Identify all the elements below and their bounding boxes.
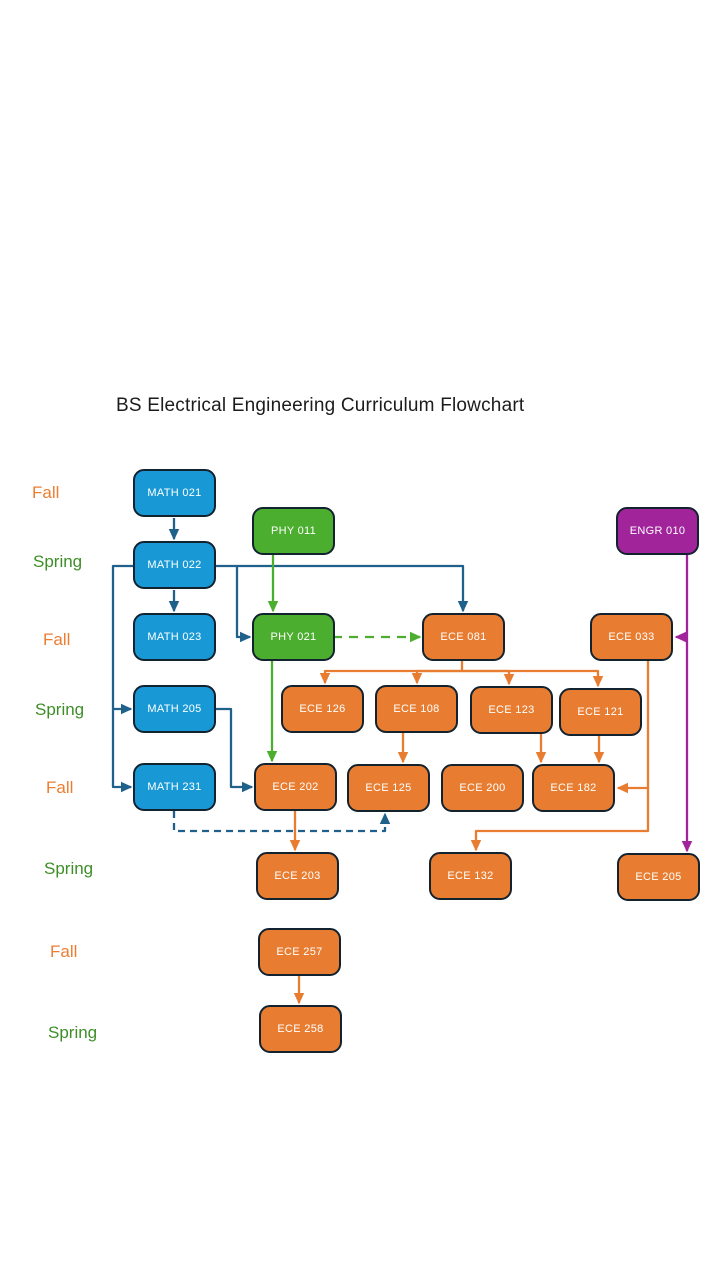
node-ece202: ECE 202 — [254, 763, 337, 811]
node-ece126: ECE 126 — [281, 685, 364, 733]
edge-math022-math231 — [111, 709, 133, 793]
edge-ece081-ece123 — [462, 669, 515, 686]
node-math022: MATH 022 — [133, 541, 216, 589]
edge-math022-ece081 — [216, 564, 469, 613]
node-ece182: ECE 182 — [532, 764, 615, 812]
row-label-fall-7: Fall — [50, 942, 78, 961]
edge-engr010-ece033 — [674, 553, 689, 643]
node-ece081: ECE 081 — [422, 613, 505, 661]
edge-ece081-ece108 — [411, 669, 462, 685]
edge-math022-math205 — [111, 564, 133, 715]
node-ece203: ECE 203 — [256, 852, 339, 900]
node-math023: MATH 023 — [133, 613, 216, 661]
edge-math231-ece125 — [172, 811, 391, 833]
row-label-spring-6: Spring — [44, 859, 94, 878]
page-title: BS Electrical Engineering Curriculum Flo… — [116, 395, 525, 416]
node-phy021: PHY 021 — [252, 613, 335, 661]
node-ece200: ECE 200 — [441, 764, 524, 812]
node-phy011: PHY 011 — [252, 507, 335, 555]
row-label-spring-2: Spring — [33, 552, 83, 571]
node-ece205: ECE 205 — [617, 853, 700, 901]
edge-math022-phy021 — [235, 566, 252, 643]
row-label-spring-8: Spring — [48, 1023, 98, 1042]
node-ece258: ECE 258 — [259, 1005, 342, 1053]
node-math231: MATH 231 — [133, 763, 216, 811]
row-label-fall-3: Fall — [43, 630, 71, 649]
node-math205: MATH 205 — [133, 685, 216, 733]
node-ece257: ECE 257 — [258, 928, 341, 976]
edge-ece081-ece121 — [462, 669, 604, 688]
row-label-spring-4: Spring — [35, 700, 85, 719]
edge-ece081-ece126 — [319, 661, 464, 685]
edge-ece033-ece132 — [470, 788, 650, 852]
node-ece125: ECE 125 — [347, 764, 430, 812]
node-ece123: ECE 123 — [470, 686, 553, 734]
row-label-fall-1: Fall — [32, 483, 60, 502]
node-math021: MATH 021 — [133, 469, 216, 517]
node-ece033: ECE 033 — [590, 613, 673, 661]
node-ece132: ECE 132 — [429, 852, 512, 900]
row-label-fall-5: Fall — [46, 778, 74, 797]
node-ece121: ECE 121 — [559, 688, 642, 736]
node-ece108: ECE 108 — [375, 685, 458, 733]
node-engr010: ENGR 010 — [616, 507, 699, 555]
edge-math205-ece202 — [216, 707, 254, 793]
